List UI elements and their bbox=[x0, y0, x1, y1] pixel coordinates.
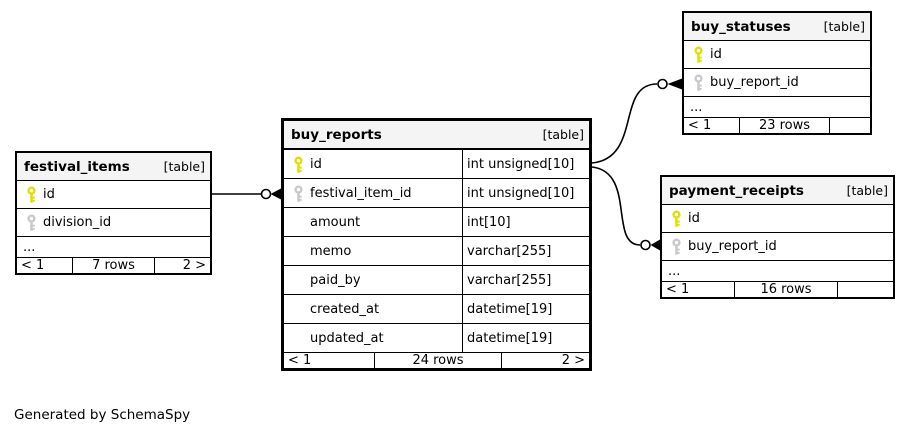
table-footer: < 1 23 rows bbox=[684, 118, 870, 133]
primary-key-icon bbox=[292, 156, 305, 173]
column-name: memo bbox=[310, 243, 352, 259]
column-type: datetime[19] bbox=[462, 295, 589, 323]
zero-or-one-circle bbox=[657, 78, 668, 90]
key-slot bbox=[284, 208, 310, 236]
table-header[interactable]: festival_items [table] bbox=[17, 153, 210, 181]
key-slot bbox=[17, 209, 43, 236]
row-count: 23 rows bbox=[740, 118, 830, 133]
pager-next[interactable]: 2 > bbox=[561, 353, 585, 368]
table-header[interactable]: buy_reports [table] bbox=[284, 121, 589, 150]
table-name[interactable]: buy_reports bbox=[291, 126, 382, 143]
relationship-line-buy-reports-to-payment-receipts bbox=[591, 166, 641, 246]
table-name[interactable]: festival_items bbox=[24, 158, 130, 175]
pager-prev[interactable]: < 1 bbox=[284, 353, 375, 368]
column-name: updated_at bbox=[310, 330, 384, 346]
table-footer: < 1 7 rows 2 > bbox=[17, 258, 210, 273]
column-name: id bbox=[688, 211, 700, 226]
column-row-updated-at: updated_at datetime[19] bbox=[284, 324, 589, 353]
relationship-line-buy-reports-to-buy-statuses bbox=[591, 83, 658, 164]
key-slot bbox=[17, 181, 43, 208]
column-name: paid_by bbox=[310, 272, 361, 288]
table-festival-items[interactable]: festival_items [table] id division_id ..… bbox=[15, 151, 212, 275]
key-slot bbox=[662, 233, 688, 260]
column-name: buy_report_id bbox=[688, 239, 777, 254]
column-type: int[10] bbox=[462, 208, 589, 236]
key-slot bbox=[284, 150, 310, 178]
column-name: amount bbox=[310, 214, 361, 230]
pager-prev[interactable]: < 1 bbox=[662, 282, 735, 297]
zero-or-one-circle bbox=[640, 239, 651, 251]
table-tag: [table] bbox=[542, 127, 584, 142]
column-row-buy-report-id: buy_report_id bbox=[684, 69, 870, 97]
table-tag: [table] bbox=[846, 183, 888, 198]
column-type: int unsigned[10] bbox=[462, 179, 589, 207]
table-buy-reports[interactable]: buy_reports [table] id int unsigned[10] … bbox=[281, 118, 592, 371]
table-tag: [table] bbox=[163, 159, 205, 174]
ellipsis-row: ... bbox=[684, 97, 870, 118]
column-type: varchar[255] bbox=[462, 266, 589, 294]
fk-arrowhead-icon bbox=[270, 188, 281, 200]
column-row-memo: memo varchar[255] bbox=[284, 237, 589, 266]
column-type: int unsigned[10] bbox=[462, 150, 589, 178]
column-row-id: id bbox=[684, 41, 870, 69]
foreign-key-icon bbox=[25, 214, 38, 231]
pager-next[interactable] bbox=[830, 118, 870, 133]
column-row-festival-item-id: festival_item_id int unsigned[10] bbox=[284, 179, 589, 208]
foreign-key-icon bbox=[670, 238, 683, 255]
table-footer: < 1 24 rows 2 > bbox=[284, 353, 589, 368]
foreign-key-icon bbox=[292, 185, 305, 202]
column-row-amount: amount int[10] bbox=[284, 208, 589, 237]
row-count: 16 rows bbox=[735, 282, 838, 297]
fk-arrowhead-icon bbox=[667, 78, 682, 90]
primary-key-icon bbox=[670, 210, 683, 227]
column-name: id bbox=[310, 156, 322, 172]
table-name[interactable]: buy_statuses bbox=[691, 18, 791, 35]
table-tag: [table] bbox=[823, 19, 865, 34]
table-header[interactable]: buy_statuses [table] bbox=[684, 13, 870, 41]
generator-credit: Generated by SchemaSpy bbox=[14, 407, 191, 423]
column-row-division-id: division_id bbox=[17, 209, 210, 237]
key-slot bbox=[284, 179, 310, 207]
zero-or-one-circle bbox=[260, 188, 272, 200]
column-row-id: id bbox=[662, 205, 893, 233]
column-row-id: id bbox=[17, 181, 210, 209]
column-name: id bbox=[43, 187, 55, 202]
column-type: varchar[255] bbox=[462, 237, 589, 265]
column-row-buy-report-id: buy_report_id bbox=[662, 233, 893, 261]
column-row-created-at: created_at datetime[19] bbox=[284, 295, 589, 324]
row-count: 7 rows bbox=[73, 258, 155, 273]
fk-arrowhead-icon bbox=[650, 239, 660, 251]
key-slot bbox=[284, 237, 310, 265]
table-payment-receipts[interactable]: payment_receipts [table] id buy_report_i… bbox=[660, 175, 895, 299]
key-slot bbox=[284, 266, 310, 294]
column-row-id: id int unsigned[10] bbox=[284, 150, 589, 179]
pager-next[interactable]: 2 > bbox=[182, 258, 206, 273]
column-name: buy_report_id bbox=[710, 75, 799, 90]
key-slot bbox=[284, 324, 310, 352]
table-footer: < 1 16 rows bbox=[662, 282, 893, 297]
column-row-paid-by: paid_by varchar[255] bbox=[284, 266, 589, 295]
key-slot bbox=[662, 205, 688, 232]
column-name: created_at bbox=[310, 301, 380, 317]
pager-next[interactable] bbox=[838, 282, 893, 297]
table-name[interactable]: payment_receipts bbox=[669, 182, 804, 199]
column-type: datetime[19] bbox=[462, 324, 589, 352]
ellipsis-row: ... bbox=[662, 261, 893, 282]
column-name: festival_item_id bbox=[310, 185, 412, 201]
primary-key-icon bbox=[25, 186, 38, 203]
table-buy-statuses[interactable]: buy_statuses [table] id buy_report_id ..… bbox=[682, 11, 872, 135]
table-header[interactable]: payment_receipts [table] bbox=[662, 177, 893, 205]
key-slot bbox=[684, 41, 710, 68]
column-name: id bbox=[710, 47, 722, 62]
key-slot bbox=[284, 295, 310, 323]
column-name: division_id bbox=[43, 215, 112, 230]
row-count: 24 rows bbox=[375, 353, 502, 368]
key-slot bbox=[684, 69, 710, 96]
primary-key-icon bbox=[692, 46, 705, 63]
ellipsis-row: ... bbox=[17, 237, 210, 258]
foreign-key-icon bbox=[692, 74, 705, 91]
pager-prev[interactable]: < 1 bbox=[17, 258, 73, 273]
pager-prev[interactable]: < 1 bbox=[684, 118, 740, 133]
